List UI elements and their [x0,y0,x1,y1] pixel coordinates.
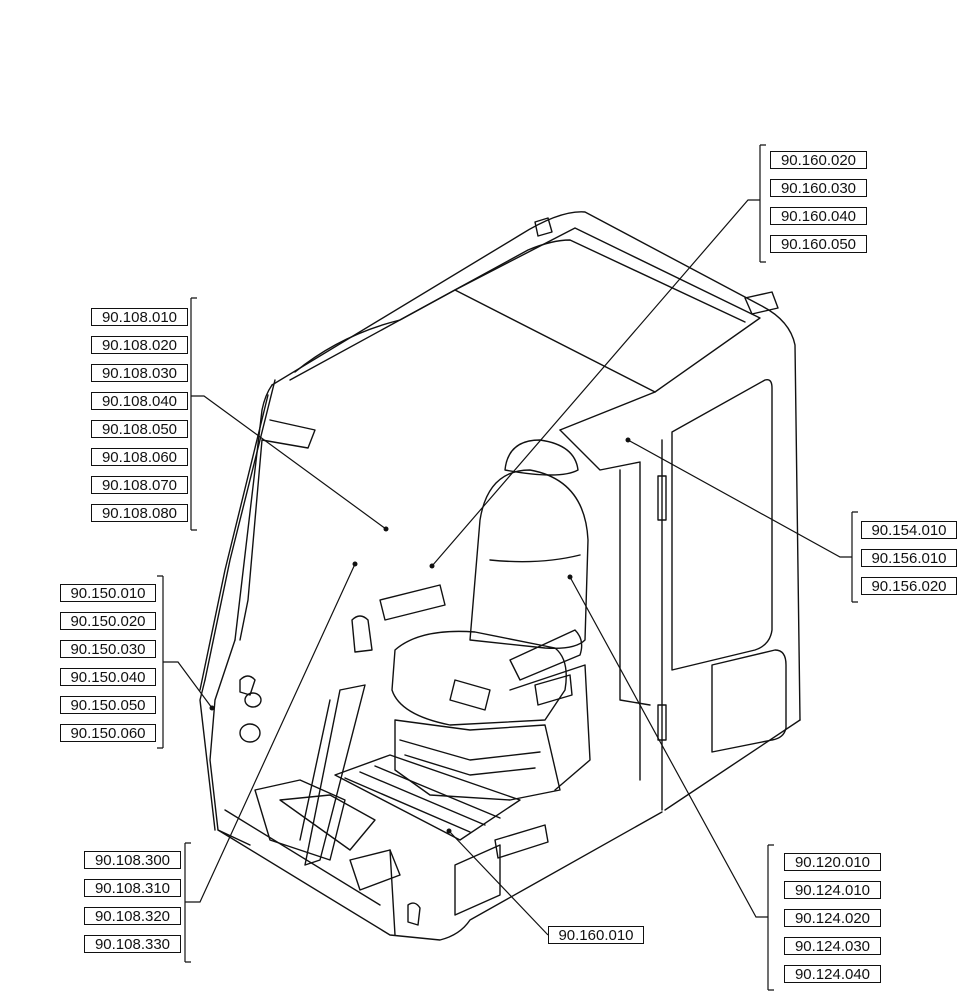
leader-dot [567,574,573,580]
part-label[interactable]: 90.108.010 [91,308,188,326]
part-label[interactable]: 90.160.020 [770,151,867,169]
side-vent [711,649,787,753]
part-label[interactable]: 90.150.020 [60,612,156,630]
part-label[interactable]: 90.156.020 [861,577,957,595]
leader-dot [352,561,358,567]
part-label[interactable]: 90.160.050 [770,235,867,253]
part-label[interactable]: 90.108.330 [84,935,181,953]
roof-panel [454,227,761,393]
travel-lever [304,684,366,866]
floor-box [494,824,549,859]
windshield-frame [294,289,456,373]
part-label[interactable]: 90.150.030 [60,640,156,658]
leader-dot [446,828,452,834]
part-label[interactable]: 90.108.310 [84,879,181,897]
part-label[interactable]: 90.150.060 [60,724,156,742]
part-label[interactable]: 90.108.030 [91,364,188,382]
part-label[interactable]: 90.108.070 [91,476,188,494]
roof-beacon [534,217,553,237]
left-joystick [351,615,373,653]
part-label[interactable]: 90.108.040 [91,392,188,410]
part-label[interactable]: 90.120.010 [784,853,881,871]
rear-beacon [744,291,779,315]
part-label[interactable]: 90.124.010 [784,881,881,899]
part-label[interactable]: 90.156.010 [861,549,957,567]
seat-base [394,719,561,801]
leader-dot [625,437,631,443]
part-label[interactable]: 90.108.080 [91,504,188,522]
part-label[interactable]: 90.108.050 [91,420,188,438]
part-label[interactable]: 90.124.040 [784,965,881,983]
part-label[interactable]: 90.108.020 [91,336,188,354]
right-console [509,664,591,791]
leader-dot [429,563,435,569]
rear-pillar [559,429,641,781]
pedals [279,794,376,851]
seat-headrest [504,439,579,476]
part-label[interactable]: 90.150.010 [60,584,156,602]
cab-base [217,811,663,941]
part-label[interactable]: 90.160.040 [770,207,867,225]
part-label[interactable]: 90.160.030 [770,179,867,197]
leader-dots [209,437,631,834]
seat-cushion [391,630,567,726]
armrest-right [509,629,583,681]
part-label[interactable]: 90.108.320 [84,907,181,925]
part-label[interactable]: 90.160.010 [548,926,644,944]
wiper-arm [204,379,276,681]
leader-dot [209,705,215,711]
cab-roof [271,211,801,721]
leader-dot [383,526,389,532]
part-label[interactable]: 90.150.040 [60,668,156,686]
part-label[interactable]: 90.150.050 [60,696,156,714]
floor-mat [334,754,521,841]
part-label[interactable]: 90.124.030 [784,937,881,955]
seat-back [469,469,589,650]
rear-window [671,378,773,671]
part-label[interactable]: 90.124.020 [784,909,881,927]
armrest-left [379,584,446,621]
part-label[interactable]: 90.154.010 [861,521,957,539]
part-label[interactable]: 90.108.060 [91,448,188,466]
part-label[interactable]: 90.108.300 [84,851,181,869]
